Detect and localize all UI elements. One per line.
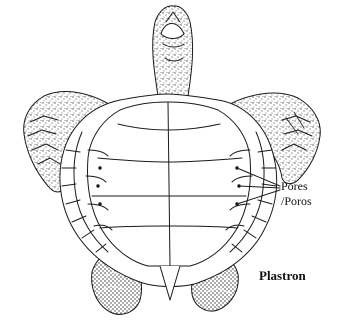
plastron-label: Plastron (259, 269, 306, 282)
pores-label: Pores (281, 180, 308, 192)
plastron-scutes (86, 102, 252, 266)
head (153, 6, 193, 96)
poros-label: /Poros (281, 195, 312, 207)
